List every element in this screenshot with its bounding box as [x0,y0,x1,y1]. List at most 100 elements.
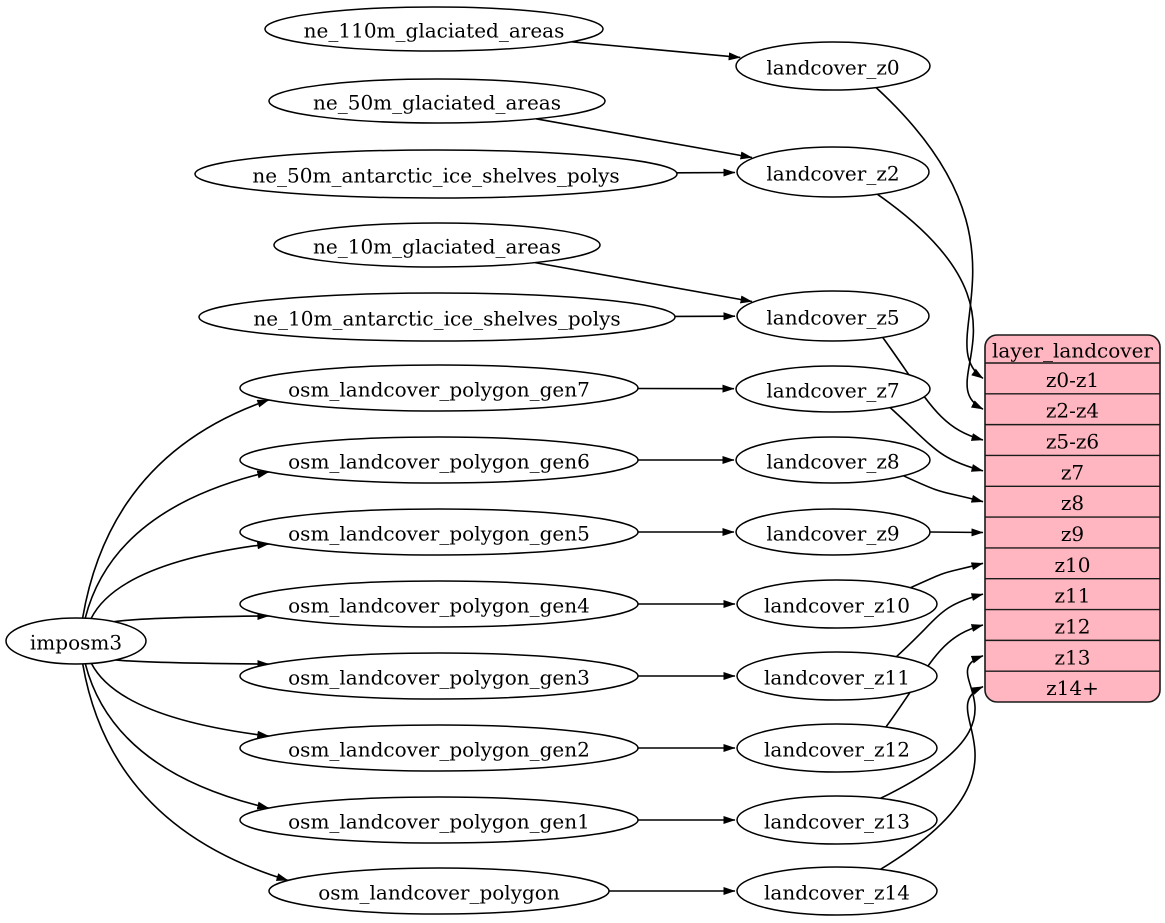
edge-landcover_z12-to-layer_landcover-row-z12 [885,624,984,728]
node-label-landcover_z0: landcover_z0 [766,56,899,80]
node-shape-osm_landcover_polygon_gen4 [239,580,639,628]
node-ne_50m_glaciated_areas: ne_50m_glaciated_areas [268,78,606,124]
node-shape-landcover_z14 [736,866,938,916]
edge-ne_110m_glaciated_areas-to-landcover_z0 [571,41,741,61]
node-label-landcover_z13: landcover_z13 [764,810,910,834]
node-landcover_z12: landcover_z12 [736,723,938,773]
node-landcover_z2: landcover_z2 [736,146,930,198]
node-landcover_z13: landcover_z13 [736,795,938,845]
node-shape-landcover_z13 [736,795,938,845]
node-label-landcover_z14: landcover_z14 [764,881,910,905]
node-osm_landcover_polygon_gen2: osm_landcover_polygon_gen2 [239,724,639,772]
edge-landcover_z7-to-layer_landcover-row-z7 [889,407,984,472]
node-imposm3: imposm3 [5,617,147,665]
node-shape-ne_50m_antarctic_ice_shelves_polys [194,149,678,199]
node-landcover_z11: landcover_z11 [736,651,938,701]
edge-landcover_z0-to-layer_landcover-row-z0-z1 [875,86,984,380]
node-label-osm_landcover_polygon_gen3: osm_landcover_polygon_gen3 [288,666,590,690]
node-shape-osm_landcover_polygon_gen7 [239,364,639,412]
edge-landcover_z13-to-layer_landcover-row-z13 [879,655,984,800]
node-landcover_z5: landcover_z5 [736,290,930,342]
node-label-osm_landcover_polygon_gen1: osm_landcover_polygon_gen1 [288,810,590,834]
node-osm_landcover_polygon_gen7: osm_landcover_polygon_gen7 [239,364,639,412]
node-shape-landcover_z11 [736,651,938,701]
node-landcover_z8: landcover_z8 [735,436,931,484]
node-label-landcover_z9: landcover_z9 [766,522,899,546]
node-shape-osm_landcover_polygon [268,867,610,915]
node-shape-ne_10m_antarctic_ice_shelves_polys [198,292,676,342]
edge-imposm3-to-osm_landcover_polygon_gen1 [84,663,270,810]
edge-landcover_z5-to-layer_landcover-row-z5-z6 [882,336,984,441]
node-label-osm_landcover_polygon_gen7: osm_landcover_polygon_gen7 [288,378,590,402]
node-shape-landcover_z9 [735,508,931,556]
node-shape-osm_landcover_polygon_gen1 [239,796,639,844]
node-ne_10m_antarctic_ice_shelves_polys: ne_10m_antarctic_ice_shelves_polys [198,292,676,342]
record-row-z2-z4: z2-z4 [1046,399,1099,423]
edge-imposm3-to-osm_landcover_polygon_gen6 [84,470,270,619]
edge-landcover_z14-to-layer_landcover-row-z14+ [879,685,984,871]
node-label-landcover_z8: landcover_z8 [766,450,899,474]
node-landcover_z9: landcover_z9 [735,508,931,556]
node-shape-imposm3 [5,617,147,665]
node-osm_landcover_polygon: osm_landcover_polygon [268,867,610,915]
record-row-z11: z11 [1055,584,1091,608]
record-row-z7: z7 [1061,460,1084,484]
node-shape-landcover_z0 [735,41,931,91]
node-ne_110m_glaciated_areas: ne_110m_glaciated_areas [264,6,604,52]
node-label-osm_landcover_polygon_gen2: osm_landcover_polygon_gen2 [288,738,590,762]
node-shape-landcover_z5 [736,290,930,342]
node-shape-osm_landcover_polygon_gen2 [239,724,639,772]
node-shape-osm_landcover_polygon_gen6 [239,436,639,484]
node-label-landcover_z11: landcover_z11 [764,666,910,690]
node-label-landcover_z7: landcover_z7 [766,379,899,403]
node-label-ne_10m_antarctic_ice_shelves_polys: ne_10m_antarctic_ice_shelves_polys [253,307,620,331]
node-label-osm_landcover_polygon_gen6: osm_landcover_polygon_gen6 [288,450,590,474]
record-title: layer_landcover [992,339,1153,363]
record-outline [984,334,1161,703]
edge-imposm3-to-osm_landcover_polygon_gen5 [90,541,270,619]
node-label-osm_landcover_polygon_gen5: osm_landcover_polygon_gen5 [288,522,590,546]
edge-imposm3-to-osm_landcover_polygon_gen7 [81,399,270,619]
node-label-imposm3: imposm3 [30,631,122,655]
edge-imposm3-to-osm_landcover_polygon_gen2 [90,663,270,739]
node-shape-landcover_z12 [736,723,938,773]
node-ne_50m_antarctic_ice_shelves_polys: ne_50m_antarctic_ice_shelves_polys [194,149,678,199]
node-osm_landcover_polygon_gen1: osm_landcover_polygon_gen1 [239,796,639,844]
node-osm_landcover_polygon_gen6: osm_landcover_polygon_gen6 [239,436,639,484]
node-shape-landcover_z7 [735,365,931,413]
record-row-z13: z13 [1055,645,1091,669]
node-osm_landcover_polygon_gen5: osm_landcover_polygon_gen5 [239,508,639,556]
node-shape-landcover_z10 [736,579,938,629]
node-shape-ne_10m_glaciated_areas [273,222,601,268]
node-shape-landcover_z2 [736,146,930,198]
record-row-z14+: z14+ [1046,676,1099,700]
edge-landcover_z11-to-layer_landcover-row-z11 [895,593,984,658]
node-landcover_z7: landcover_z7 [735,365,931,413]
record-row-z9: z9 [1061,522,1084,546]
edge-imposm3-to-osm_landcover_polygon [81,663,289,882]
edge-imposm3-to-osm_landcover_polygon_gen4 [114,612,270,623]
edge-ne_50m_glaciated_areas-to-landcover_z2 [535,118,753,160]
record-row-z5-z6: z5-z6 [1046,430,1099,454]
node-label-landcover_z10: landcover_z10 [764,594,910,618]
edge-landcover_z9-to-layer_landcover-row-z9 [929,528,984,537]
node-shape-ne_110m_glaciated_areas [264,6,604,52]
edge-landcover_z2-to-layer_landcover-row-z2-z4 [876,193,984,410]
record-layer_landcover: layer_landcoverz0-z1z2-z4z5-z6z7z8z9z10z… [984,334,1161,703]
node-label-ne_50m_glaciated_areas: ne_50m_glaciated_areas [313,91,561,115]
node-shape-osm_landcover_polygon_gen5 [239,508,639,556]
node-landcover_z14: landcover_z14 [736,866,938,916]
edge-imposm3-to-osm_landcover_polygon_gen3 [115,659,270,668]
record-row-z12: z12 [1055,614,1091,638]
edge-landcover_z10-to-layer_landcover-row-z10 [910,562,984,589]
node-shape-ne_50m_glaciated_areas [268,78,606,124]
node-shape-landcover_z8 [735,436,931,484]
node-osm_landcover_polygon_gen3: osm_landcover_polygon_gen3 [239,652,639,700]
edge-ne_10m_glaciated_areas-to-landcover_z5 [534,261,753,304]
node-landcover_z0: landcover_z0 [735,41,931,91]
node-label-ne_10m_glaciated_areas: ne_10m_glaciated_areas [313,235,561,259]
node-label-landcover_z5: landcover_z5 [766,306,899,330]
node-label-osm_landcover_polygon: osm_landcover_polygon [318,881,560,905]
